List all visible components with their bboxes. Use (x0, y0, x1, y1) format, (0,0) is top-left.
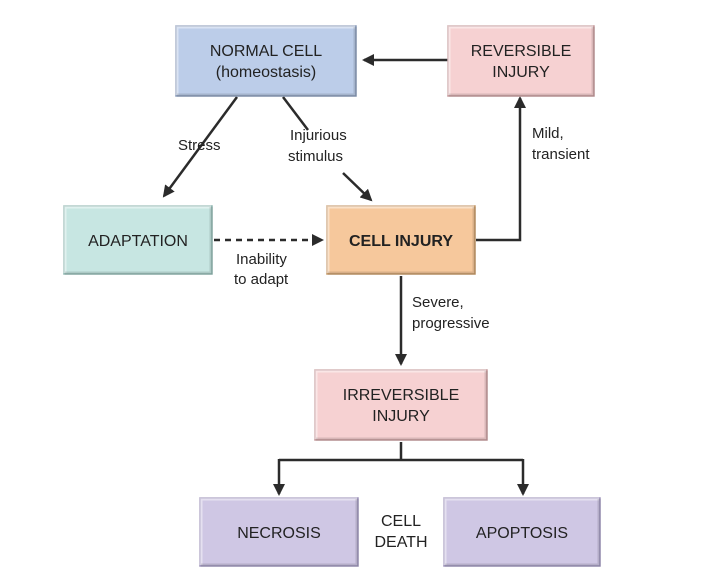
label-inability-line2: to adapt (234, 271, 289, 288)
box-bevels (63, 25, 601, 567)
label-cell-death-line2: DEATH (374, 534, 427, 551)
node-normal-cell: NORMAL CELL (homeostasis) (175, 25, 357, 97)
label-severe-line2: progressive (412, 315, 490, 332)
arrow-normal-to-cell-injury (282, 96, 309, 131)
node-adaptation-box (63, 205, 213, 275)
node-normal-cell-box (175, 25, 357, 97)
node-irreversible-injury-line2: INJURY (372, 408, 430, 425)
node-necrosis-line1: NECROSIS (237, 525, 321, 542)
node-necrosis: NECROSIS (199, 497, 359, 567)
node-reversible-injury: REVERSIBLE INJURY (447, 25, 595, 97)
node-necrosis-box (199, 497, 359, 567)
node-cell-injury-line1: CELL INJURY (349, 233, 453, 250)
node-irreversible-injury-line1: IRREVERSIBLE (343, 387, 459, 404)
node-apoptosis-line1: APOPTOSIS (476, 525, 568, 542)
arrow-normal-to-adaptation (162, 96, 239, 198)
label-severe-line1: Severe, (412, 294, 464, 311)
node-reversible-injury-box (447, 25, 595, 97)
label-cell-death-line1: CELL (381, 513, 421, 530)
label-inability-line1: Inability (236, 251, 287, 268)
node-normal-cell-line2: (homeostasis) (216, 64, 316, 81)
node-irreversible-injury: IRREVERSIBLE INJURY (314, 369, 488, 441)
arrow-stimulus-to-cell-injury (342, 172, 373, 202)
arrow-cell-injury-to-reversible (476, 96, 526, 242)
node-irreversible-injury-box (314, 369, 488, 441)
node-apoptosis: APOPTOSIS (443, 497, 601, 567)
label-injurious-line1: Injurious (290, 127, 347, 144)
node-cell-injury-box (326, 205, 476, 275)
label-mild-line2: transient (532, 146, 590, 163)
node-cell-injury: CELL INJURY (326, 205, 476, 275)
label-injurious-line2: stimulus (288, 148, 343, 165)
node-adaptation: ADAPTATION (63, 205, 213, 275)
node-apoptosis-box (443, 497, 601, 567)
node-adaptation-line1: ADAPTATION (88, 233, 188, 250)
node-reversible-injury-line2: INJURY (492, 64, 550, 81)
label-stress: Stress (178, 137, 221, 154)
node-normal-cell-line1: NORMAL CELL (210, 43, 322, 60)
label-mild-line1: Mild, (532, 125, 564, 142)
node-reversible-injury-line1: REVERSIBLE (471, 43, 571, 60)
